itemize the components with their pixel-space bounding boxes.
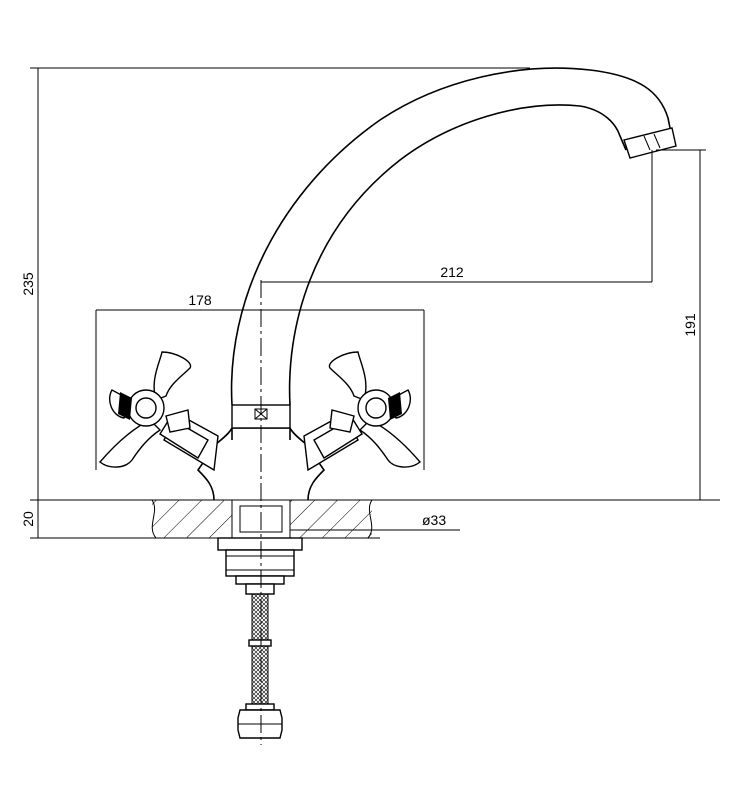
supply-hose	[237, 593, 283, 739]
left-handle	[98, 351, 219, 472]
dimension-lines	[30, 67, 706, 539]
spout	[230, 67, 677, 429]
dim-total-height: 235	[20, 272, 36, 296]
dim-mount-hole: ø33	[422, 512, 446, 528]
dim-base-thickness: 20	[20, 511, 36, 527]
dim-handles-span: 178	[188, 292, 212, 308]
dim-spout-reach: 212	[440, 264, 464, 280]
mounting-nut	[217, 537, 303, 595]
right-handle	[303, 351, 422, 472]
dim-spout-height: 191	[682, 313, 698, 337]
countertop-section	[38, 499, 720, 539]
